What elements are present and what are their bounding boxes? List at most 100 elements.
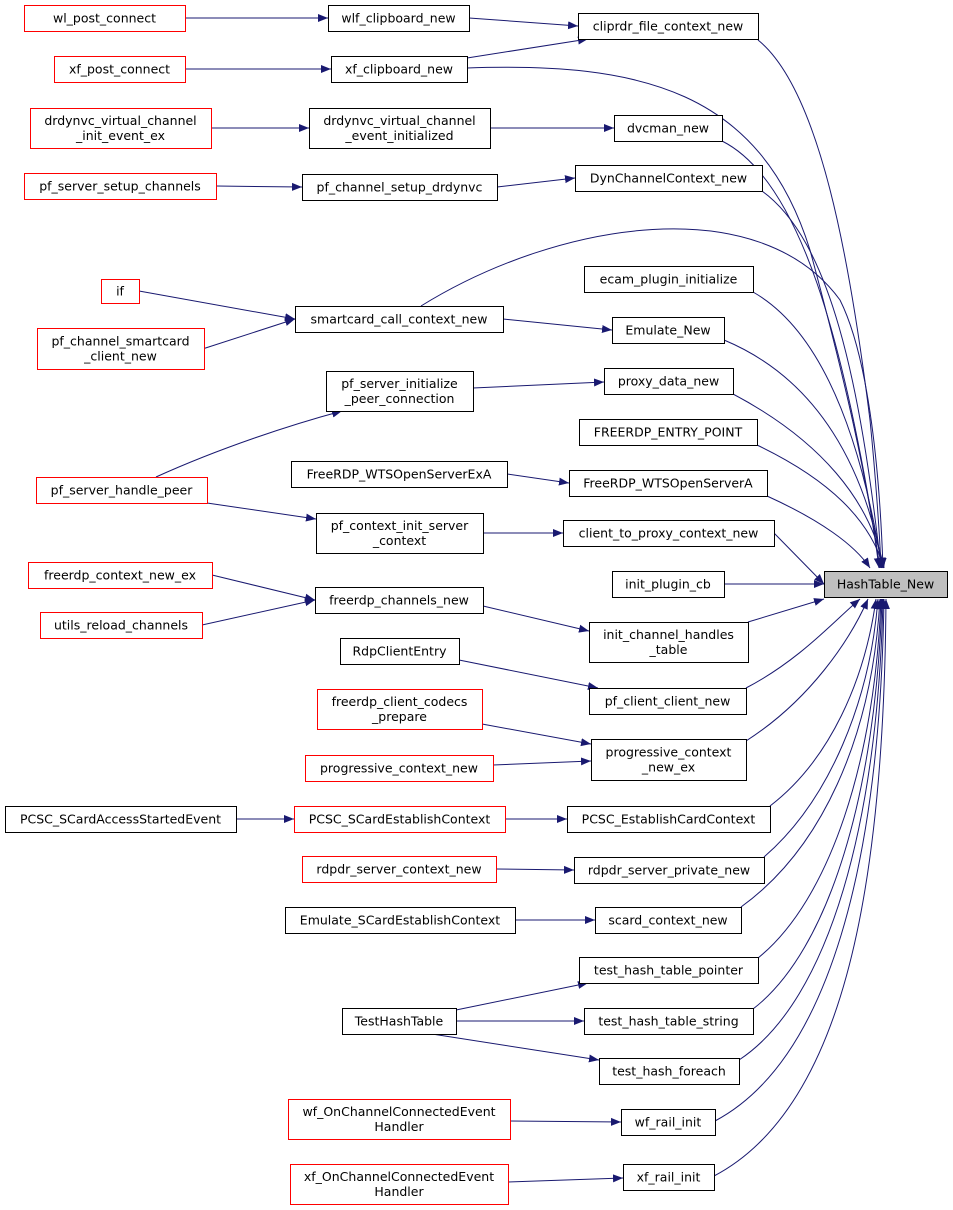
node-box: [612, 317, 725, 344]
node-xf_post_connect[interactable]: xf_post_connect: [54, 56, 186, 83]
edge-proxy_data_new-to-HashTable_New: [732, 393, 886, 569]
node-FREERDP_ENTRY_POINT[interactable]: FREERDP_ENTRY_POINT: [579, 419, 758, 446]
node-smartcard_call_context_new[interactable]: smartcard_call_context_new: [295, 306, 504, 333]
node-box: [36, 477, 208, 504]
node-drdynvc_virtual_channel_event_initialized[interactable]: drdynvc_virtual_channel_event_initialize…: [309, 108, 491, 149]
node-wf_rail_init[interactable]: wf_rail_init: [621, 1109, 716, 1136]
node-pf_channel_setup_drdynvc[interactable]: pf_channel_setup_drdynvc: [302, 174, 498, 201]
node-dvcman_new[interactable]: dvcman_new: [614, 115, 723, 142]
node-init_channel_handles_table[interactable]: init_channel_handles_table: [589, 622, 749, 663]
node-label: progressive_context: [606, 745, 732, 760]
edge-freerdp_channels_new-to-init_channel_handles_table: [482, 605, 590, 633]
node-init_plugin_cb[interactable]: init_plugin_cb: [612, 571, 725, 598]
edge-TestHashTable-to-test_hash_table_pointer: [455, 981, 589, 1011]
edge-scard_context_new-to-HashTable_New: [740, 598, 884, 908]
node-label: TestHashTable: [354, 1014, 444, 1029]
node-pf_context_init_server_context[interactable]: pf_context_init_server_context: [316, 513, 484, 554]
node-FreeRDP_WTSOpenServerExA[interactable]: FreeRDP_WTSOpenServerExA: [291, 461, 508, 488]
node-box: [317, 689, 483, 730]
node-pf_server_handle_peer[interactable]: pf_server_handle_peer: [36, 477, 208, 504]
node-label: _init_event_ex: [75, 128, 165, 143]
node-rdpdr_server_context_new[interactable]: rdpdr_server_context_new: [302, 856, 497, 883]
node-label: wl_post_connect: [53, 11, 156, 26]
edge-dvcman_new-to-HashTable_New: [721, 140, 883, 569]
edge-pf_server_initialize_peer_connection-to-proxy_data_new: [472, 378, 605, 389]
node-wlf_clipboard_new[interactable]: wlf_clipboard_new: [328, 5, 470, 32]
node-progressive_context_new_ex[interactable]: progressive_context_new_ex: [591, 739, 747, 781]
node-progressive_context_new[interactable]: progressive_context_new: [305, 755, 494, 782]
edge-pf_server_setup_channels-to-pf_channel_setup_drdynvc: [215, 182, 303, 191]
node-label: wlf_clipboard_new: [341, 11, 455, 26]
node-label: _new_ex: [641, 760, 695, 775]
edge-freerdp_context_new_ex-to-freerdp_channels_new: [211, 574, 316, 602]
node-box: [612, 571, 725, 598]
node-box: [294, 806, 506, 833]
node-box: [563, 520, 775, 547]
edge-xf_clipboard_new-to-cliprdr_file_context_new: [466, 36, 589, 59]
edge-FREERDP_ENTRY_POINT-to-HashTable_New: [756, 444, 886, 569]
node-scard_context_new[interactable]: scard_context_new: [595, 907, 742, 934]
node-label: RdpClientEntry: [352, 644, 447, 659]
node-pf_server_setup_channels[interactable]: pf_server_setup_channels: [24, 173, 217, 200]
node-Emulate_New[interactable]: Emulate_New: [612, 317, 725, 344]
node-test_hash_foreach[interactable]: test_hash_foreach: [599, 1058, 740, 1085]
node-box: [24, 5, 186, 32]
node-cliprdr_file_context_new[interactable]: cliprdr_file_context_new: [578, 13, 759, 40]
node-label: FreeRDP_WTSOpenServerExA: [307, 467, 492, 482]
node-box: [340, 638, 460, 665]
edge-freerdp_client_codecs_prepare-to-progressive_context_new_ex: [481, 723, 592, 747]
node-label: pf_server_handle_peer: [51, 483, 194, 498]
node-label: xf_rail_init: [637, 1170, 701, 1185]
node-HashTable_New[interactable]: HashTable_New: [824, 571, 948, 598]
node-ecam_plugin_initialize[interactable]: ecam_plugin_initialize: [584, 266, 754, 293]
edge-FreeRDP_WTSOpenServerExA-to-FreeRDP_WTSOpenServerA: [506, 473, 570, 486]
node-pf_client_client_new[interactable]: pf_client_client_new: [589, 688, 747, 715]
edge-cliprdr_file_context_new-to-HashTable_New: [757, 39, 885, 569]
node-box: [574, 857, 765, 884]
node-box: [621, 1109, 716, 1136]
edge-xf_rail_init-to-HashTable_New: [713, 598, 890, 1177]
node-freerdp_channels_new[interactable]: freerdp_channels_new: [315, 587, 484, 614]
node-pf_server_initialize_peer_connection[interactable]: pf_server_initialize_peer_connection: [326, 371, 474, 412]
node-xf_clipboard_new[interactable]: xf_clipboard_new: [331, 56, 468, 83]
node-box: [331, 56, 468, 83]
node-label: dvcman_new: [627, 121, 709, 136]
node-client_to_proxy_context_new[interactable]: client_to_proxy_context_new: [563, 520, 775, 547]
node-label: _client_new: [83, 349, 157, 364]
node-freerdp_client_codecs_prepare[interactable]: freerdp_client_codecs_prepare: [317, 689, 483, 730]
node-box: [567, 806, 771, 833]
node-TestHashTable[interactable]: TestHashTable: [342, 1008, 457, 1035]
node-proxy_data_new[interactable]: proxy_data_new: [604, 368, 734, 395]
node-box: [589, 622, 749, 663]
node-wl_post_connect[interactable]: wl_post_connect: [24, 5, 186, 32]
node-box: [604, 368, 734, 395]
node-rdpdr_server_private_new[interactable]: rdpdr_server_private_new: [574, 857, 765, 884]
node-test_hash_table_pointer[interactable]: test_hash_table_pointer: [579, 957, 759, 984]
edge-pf_channel_setup_drdynvc-to-DynChannelContext_new: [496, 175, 576, 188]
node-Emulate_SCardEstablishContext[interactable]: Emulate_SCardEstablishContext: [285, 907, 516, 934]
node-drdynvc_virtual_channel_init_event_ex[interactable]: drdynvc_virtual_channel_init_event_ex: [30, 108, 212, 149]
node-PCSC_SCardAccessStartedEvent[interactable]: PCSC_SCardAccessStartedEvent: [5, 806, 237, 833]
node-if[interactable]: if: [101, 279, 140, 304]
edge-pf_channel_smartcard_client_new-to-smartcard_call_context_new: [203, 318, 296, 349]
node-PCSC_EstablishCardContext[interactable]: PCSC_EstablishCardContext: [567, 806, 771, 833]
node-FreeRDP_WTSOpenServerA[interactable]: FreeRDP_WTSOpenServerA: [569, 470, 768, 497]
node-label: client_to_proxy_context_new: [579, 526, 759, 541]
node-RdpClientEntry[interactable]: RdpClientEntry: [340, 638, 460, 665]
node-label: _event_initialized: [344, 128, 453, 143]
node-test_hash_table_string[interactable]: test_hash_table_string: [584, 1008, 754, 1035]
node-freerdp_context_new_ex[interactable]: freerdp_context_new_ex: [28, 562, 213, 589]
node-pf_channel_smartcard_client_new[interactable]: pf_channel_smartcard_client_new: [37, 328, 205, 370]
node-PCSC_SCardEstablishContext[interactable]: PCSC_SCardEstablishContext: [294, 806, 506, 833]
node-label: test_hash_table_pointer: [594, 963, 744, 978]
node-label: utils_reload_channels: [54, 618, 188, 633]
edge-pf_server_handle_peer-to-pf_server_initialize_peer_connection: [155, 409, 343, 478]
node-box: [584, 1008, 754, 1035]
edge-Emulate_New-to-HashTable_New: [723, 339, 886, 569]
node-xf_rail_init[interactable]: xf_rail_init: [623, 1164, 715, 1191]
node-utils_reload_channels[interactable]: utils_reload_channels: [40, 612, 203, 639]
node-DynChannelContext_new[interactable]: DynChannelContext_new: [575, 165, 763, 192]
node-label: xf_post_connect: [69, 62, 170, 77]
